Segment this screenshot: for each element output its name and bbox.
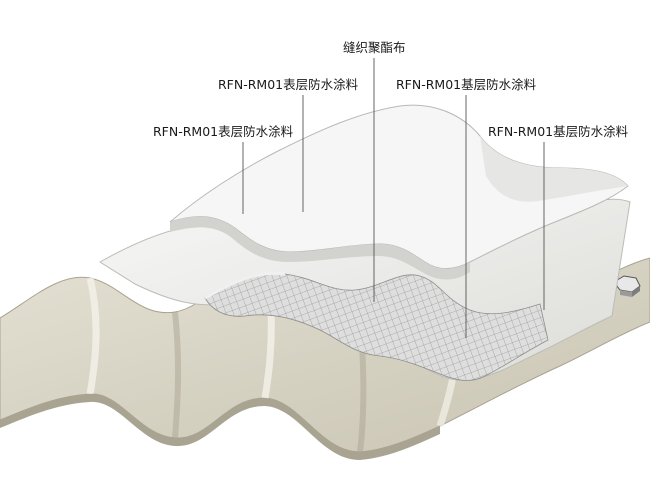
bolt-icon [613,275,641,297]
label-base-coat-lower: RFN-RM01基层防水涂料 [488,124,629,139]
callout-top-coat-upper: RFN-RM01表层防水涂料 [218,77,359,212]
callout-base-coat-lower: RFN-RM01基层防水涂料 [488,124,629,310]
polyester-fabric-layer [204,271,549,381]
label-base-coat-upper: RFN-RM01基层防水涂料 [396,77,537,92]
callout-fabric: 缝织聚酯布 [343,40,406,302]
callout-top-coat-lower: RFN-RM01表层防水涂料 [153,124,294,214]
top-coating-layer [169,104,629,280]
label-top-coat-lower: RFN-RM01表层防水涂料 [153,124,294,139]
callout-base-coat-upper: RFN-RM01基层防水涂料 [396,77,537,338]
label-top-coat-upper: RFN-RM01表层防水涂料 [218,77,359,92]
label-fabric: 缝织聚酯布 [343,40,406,55]
